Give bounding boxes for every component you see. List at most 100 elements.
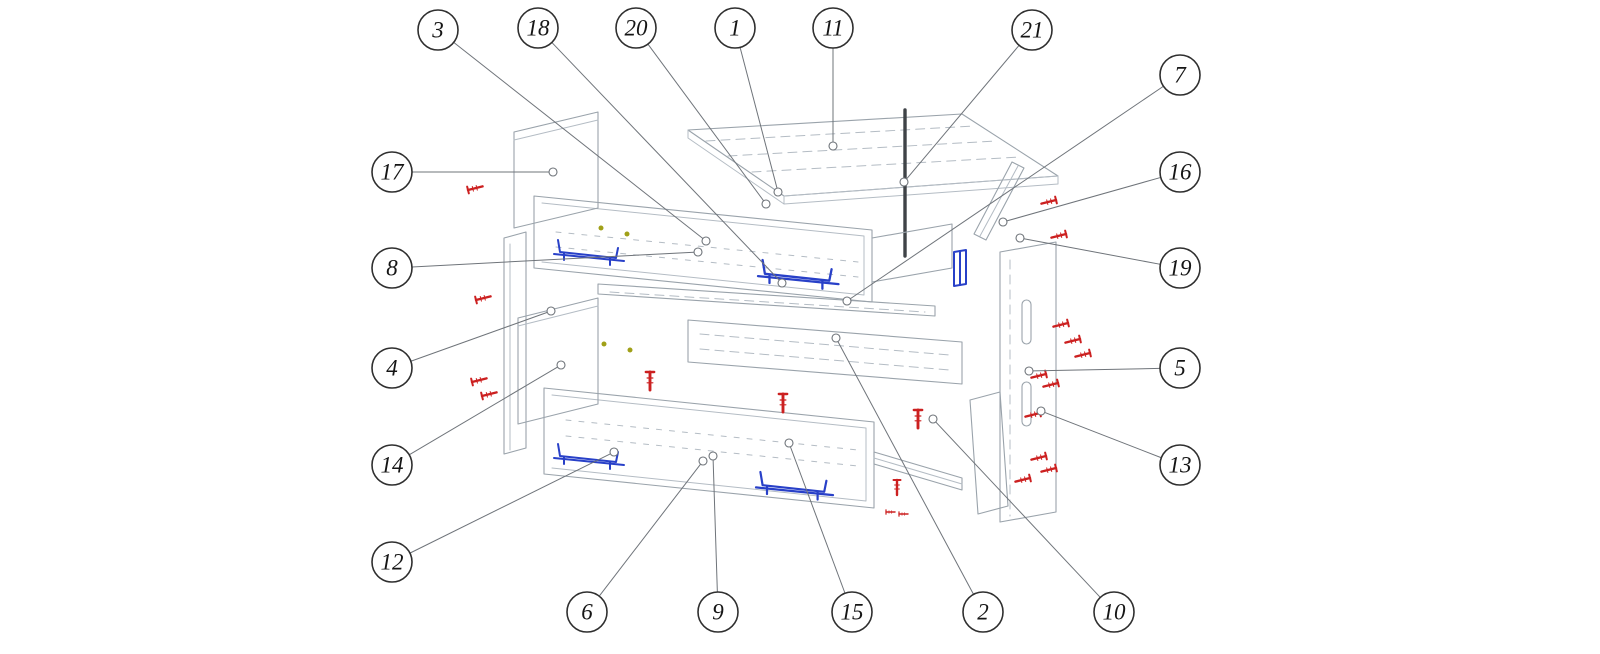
leader-target-dot: [831, 333, 841, 343]
cam-lock-icon: [601, 341, 607, 347]
screw-icon: [1073, 348, 1093, 362]
right-lower-panel: [969, 391, 1009, 515]
callout-12: 12: [371, 447, 619, 583]
screw-icon: [1039, 463, 1059, 477]
screw-icon: [1013, 473, 1033, 487]
dowel-pin-icon: [892, 478, 902, 497]
callout-number: 20: [625, 16, 649, 41]
callout-number: 2: [977, 600, 989, 625]
callout-balloon: [615, 7, 657, 49]
leader-line: [409, 453, 611, 554]
dowel-pin-icon: [912, 408, 924, 430]
leader-line: [598, 463, 701, 597]
callout-number: 15: [841, 600, 864, 625]
right-side-panel: [999, 241, 1057, 523]
dowel-pin-icon: [644, 370, 656, 392]
leader-line: [1044, 411, 1162, 459]
leader-line: [1032, 367, 1161, 372]
callout-number: 9: [712, 600, 724, 625]
callout-20: 20: [615, 7, 771, 209]
callout-13: 13: [1036, 406, 1201, 486]
callout-number: 1: [729, 16, 741, 41]
callout-21: 21: [899, 9, 1053, 187]
screw-icon: [465, 181, 485, 195]
drawer-slide-bracket: [953, 249, 967, 287]
callout-balloon: [1159, 444, 1201, 486]
leader-target-dot: [899, 177, 909, 187]
leader-target-dot: [556, 360, 566, 370]
leader-target-dot: [546, 306, 556, 316]
drawer-slide-rail-icon: [553, 239, 625, 266]
callout-balloon: [1011, 9, 1053, 51]
screw-icon: [1039, 195, 1059, 209]
callout-number: 17: [381, 160, 406, 185]
leader-target-dot: [777, 278, 787, 288]
callout-number: 10: [1103, 600, 1127, 625]
callout-balloon: [371, 444, 413, 486]
dowel-pin-icon: [777, 392, 789, 414]
callout-balloon: [1159, 247, 1201, 289]
leader-target-dot: [761, 199, 771, 209]
middle-shelf: [597, 283, 936, 317]
leader-target-dot: [928, 414, 938, 424]
leader-line: [850, 85, 1164, 300]
callout-16: 16: [998, 151, 1201, 227]
left-mid-panel: [517, 297, 599, 425]
leader-target-dot: [998, 217, 1008, 227]
callout-10: 10: [928, 414, 1135, 633]
middle-panel: [687, 319, 963, 385]
left-side-strip: [503, 231, 527, 455]
top-panel: [687, 113, 1059, 205]
screw-icon: [898, 511, 909, 517]
leader-line: [647, 43, 765, 202]
right-upper-panel: [973, 161, 1025, 241]
callout-number: 16: [1169, 160, 1193, 185]
callout-balloon: [371, 151, 413, 193]
cam-locks: [598, 225, 633, 353]
callout-17: 17: [371, 151, 558, 193]
drawer-slide-rail-icon: [756, 258, 840, 290]
leader-target-dot: [609, 447, 619, 457]
callout-balloon: [371, 247, 413, 289]
callout-1: 1: [714, 7, 783, 197]
callout-balloon: [1159, 347, 1201, 389]
callout-balloon: [812, 7, 854, 49]
upper-drawer-side-panel: [871, 223, 953, 283]
leader-line: [789, 446, 846, 594]
leader-line: [712, 459, 718, 593]
leader-line: [453, 41, 704, 239]
callout-number: 11: [822, 16, 843, 41]
callout-number: 14: [381, 453, 404, 478]
callout-number: 7: [1174, 63, 1187, 88]
leader-line: [408, 366, 558, 456]
leader-line: [410, 311, 548, 362]
leader-target-dot: [842, 296, 852, 306]
callout-9: 9: [697, 451, 739, 633]
callout-5: 5: [1024, 347, 1201, 389]
callout-15: 15: [784, 438, 873, 633]
callout-balloon: [962, 591, 1004, 633]
leader-target-dot: [1036, 406, 1046, 416]
callout-number: 21: [1021, 18, 1044, 43]
leader-target-dot: [1024, 366, 1034, 376]
callout-balloon: [417, 9, 459, 51]
callout-balloon: [1159, 151, 1201, 193]
callout-balloon: [714, 7, 756, 49]
leader-target-dot: [693, 247, 703, 257]
callout-18: 18: [517, 7, 787, 288]
callout-number: 13: [1169, 453, 1192, 478]
screw-icon: [1049, 229, 1069, 243]
screw-icon: [479, 387, 499, 401]
screw-icon: [473, 291, 493, 305]
screw-icon: [1063, 334, 1083, 348]
cam-lock-icon: [624, 231, 630, 237]
callout-number: 3: [431, 18, 444, 43]
leader-line: [739, 47, 778, 189]
callout-number: 12: [381, 550, 404, 575]
leader-target-dot: [701, 236, 711, 246]
leader-target-dot: [548, 167, 558, 177]
callout-balloon: [371, 541, 413, 583]
callout-6: 6: [566, 456, 708, 633]
